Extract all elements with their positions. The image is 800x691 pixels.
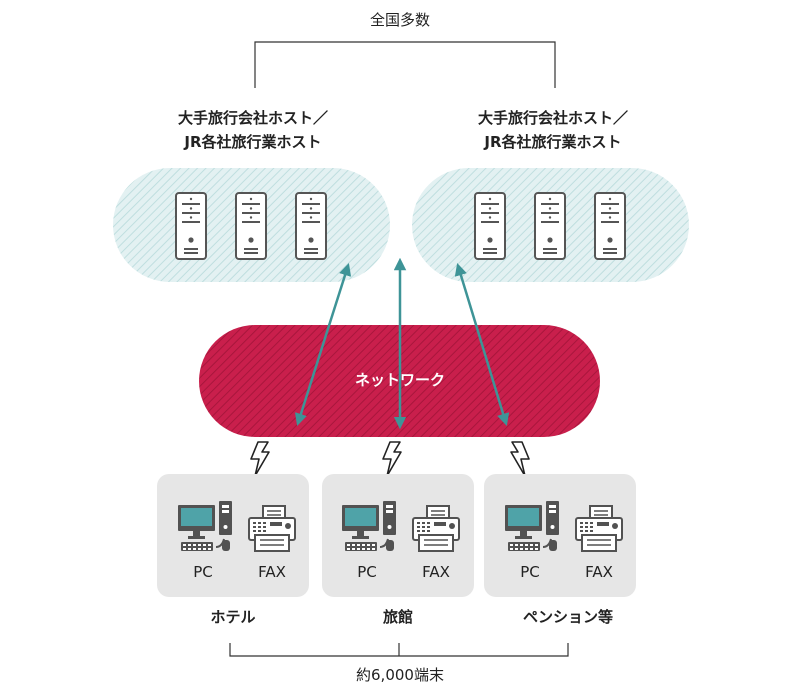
- terminal-box-ryokan: [322, 474, 474, 597]
- fax-label: FAX: [585, 563, 613, 581]
- lightning-icon: [510, 441, 530, 477]
- fax-label: FAX: [422, 563, 450, 581]
- fax-label: FAX: [258, 563, 286, 581]
- pc-icon: [177, 500, 233, 552]
- pc-label: PC: [193, 563, 213, 581]
- arrow-left: [294, 263, 352, 426]
- server-icon: [175, 192, 207, 260]
- site-label-ryokan: 旅館: [382, 608, 413, 626]
- host-label-right: 大手旅行会社ホスト／ JR各社旅行業ホスト: [443, 106, 663, 154]
- terminal-count-label: 約6,000端末: [356, 666, 444, 684]
- pc-label: PC: [520, 563, 540, 581]
- terminal-box-hotel: [157, 474, 309, 597]
- site-label-pension: ペンション等: [522, 608, 613, 626]
- lightning-icon: [382, 441, 402, 477]
- server-icon: [594, 192, 626, 260]
- terminal-box-pension: [484, 474, 636, 597]
- pc-icon: [504, 500, 560, 552]
- server-icon: [534, 192, 566, 260]
- host-label-line1: 大手旅行会社ホスト／: [477, 109, 628, 127]
- host-label-line2: JR各社旅行業ホスト: [184, 133, 322, 151]
- server-icon: [295, 192, 327, 260]
- host-label-line1: 大手旅行会社ホスト／: [177, 109, 328, 127]
- arrow-right: [454, 263, 510, 426]
- host-label-left: 大手旅行会社ホスト／ JR各社旅行業ホスト: [143, 106, 363, 154]
- host-label-line2: JR各社旅行業ホスト: [484, 133, 622, 151]
- server-icon: [235, 192, 267, 260]
- pc-icon: [341, 500, 397, 552]
- top-label: 全国多数: [369, 11, 430, 29]
- pc-label: PC: [357, 563, 377, 581]
- lightning-icon: [250, 441, 270, 477]
- site-label-hotel: ホテル: [210, 608, 256, 626]
- top-bracket: [254, 41, 556, 88]
- server-icon: [474, 192, 506, 260]
- network-label: ネットワーク: [354, 371, 445, 389]
